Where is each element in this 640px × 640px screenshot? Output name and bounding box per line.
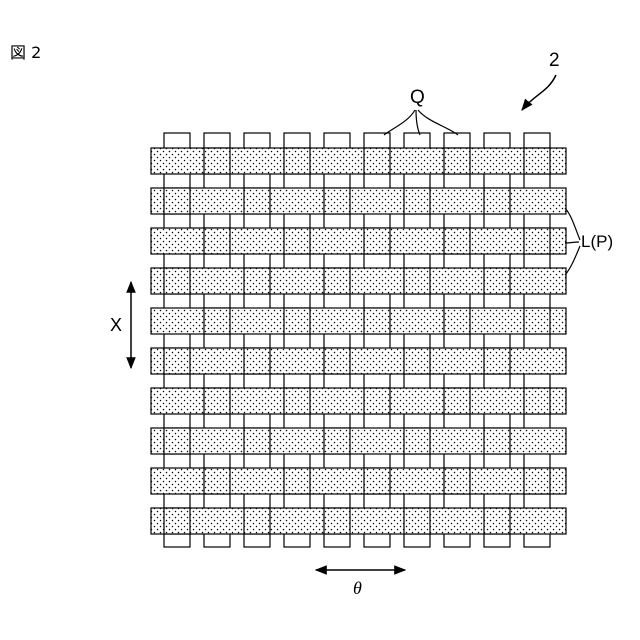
- warp-over-crossing: [484, 268, 510, 294]
- warp-over-crossing: [404, 508, 430, 534]
- warp-over-crossing: [444, 388, 470, 414]
- warp-over-crossing: [364, 388, 390, 414]
- warp-over-crossing: [524, 388, 550, 414]
- warp-over-crossing: [204, 228, 230, 254]
- label-theta: θ: [353, 578, 362, 598]
- warp-over-crossing: [404, 188, 430, 214]
- warp-over-crossing: [284, 228, 310, 254]
- warp-over-crossing: [164, 188, 190, 214]
- warp-over-crossing: [164, 348, 190, 374]
- warp-over-crossing: [364, 148, 390, 174]
- warp-over-crossing: [164, 268, 190, 294]
- lp-leader-lines: [565, 208, 580, 275]
- warp-over-crossing: [284, 468, 310, 494]
- figure-label: 図 2: [10, 43, 41, 62]
- warp-over-crossing: [324, 268, 350, 294]
- q-leader-lines: [384, 110, 458, 135]
- warp-over-crossing: [204, 388, 230, 414]
- warp-over-crossing: [484, 508, 510, 534]
- warp-over-crossing: [244, 508, 270, 534]
- warp-over-crossing: [204, 308, 230, 334]
- warp-over-crossing: [444, 228, 470, 254]
- warp-over-crossing: [244, 188, 270, 214]
- warp-over-crossing: [164, 428, 190, 454]
- warp-over-crossing: [404, 348, 430, 374]
- warp-over-crossing: [444, 308, 470, 334]
- warp-over-crossing: [244, 428, 270, 454]
- reference-leader-arrow: [522, 75, 556, 110]
- warp-over-crossing: [324, 508, 350, 534]
- label-x: X: [110, 315, 122, 335]
- warp-over-crossing: [324, 188, 350, 214]
- warp-over-crossing: [204, 468, 230, 494]
- warp-over-crossing: [164, 508, 190, 534]
- warp-over-crossing: [284, 388, 310, 414]
- warp-over-crossing: [484, 428, 510, 454]
- warp-over-crossing: [244, 268, 270, 294]
- warp-over-crossing: [364, 228, 390, 254]
- warp-over-crossing: [524, 148, 550, 174]
- warp-over-crossing: [524, 308, 550, 334]
- warp-over-crossing: [444, 468, 470, 494]
- warp-over-crossing: [404, 268, 430, 294]
- warp-over-crossing: [444, 148, 470, 174]
- label-lp: L(P): [581, 232, 613, 251]
- warp-over-crossing: [324, 428, 350, 454]
- warp-over-crossing: [484, 188, 510, 214]
- warp-over-crossing: [324, 348, 350, 374]
- warp-over-crossing: [524, 468, 550, 494]
- reference-numeral-2: 2: [549, 50, 560, 71]
- warp-over-crossing: [364, 308, 390, 334]
- warp-over-crossing: [284, 148, 310, 174]
- warp-over-crossing: [244, 348, 270, 374]
- warp-over-crossing: [404, 428, 430, 454]
- warp-over-crossing: [284, 308, 310, 334]
- warp-over-crossing: [204, 148, 230, 174]
- warp-over-crossing: [524, 228, 550, 254]
- label-q: Q: [410, 87, 425, 108]
- warp-over-crossing: [484, 348, 510, 374]
- warp-over-crossing: [364, 468, 390, 494]
